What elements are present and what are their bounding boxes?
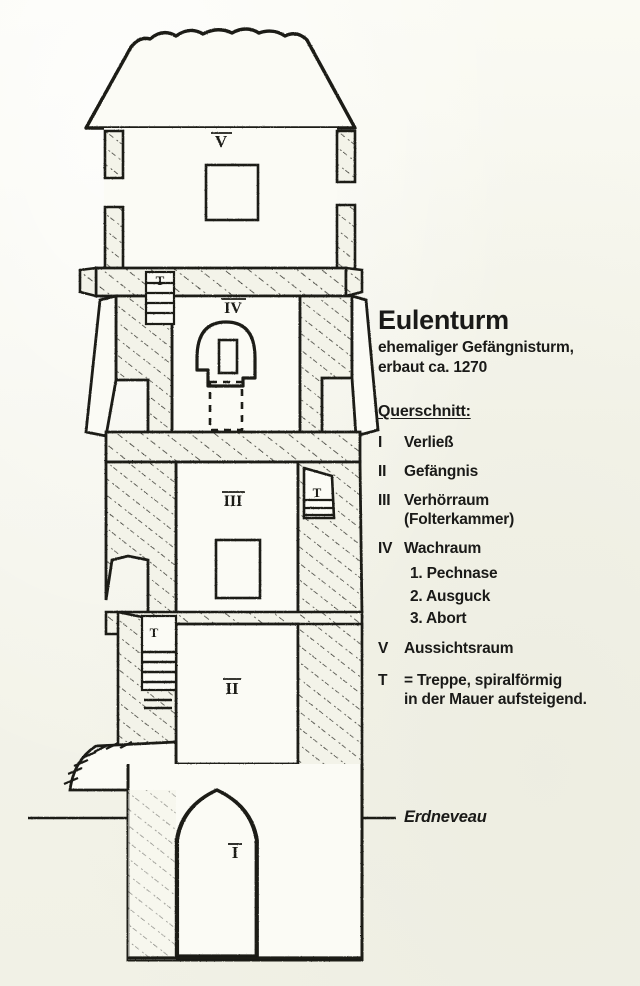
legend-label: Aussichtsraum: [404, 639, 514, 657]
drawing-numerals: V IV III II I T T T: [150, 132, 322, 862]
label-level-4: IV: [224, 300, 242, 317]
label-stair-top: T: [156, 273, 165, 288]
section-heading: Querschnitt:: [378, 402, 471, 420]
floor-slab-iv-iii: [104, 430, 362, 464]
level-5-room: [103, 128, 357, 277]
level-4-room: [84, 270, 380, 438]
legend-label: Wachraum: [404, 539, 482, 557]
legend-numeral: V: [378, 639, 389, 657]
label-level-5: V: [215, 132, 228, 151]
legend-sub-item-2: 2. Ausguck: [410, 587, 491, 605]
legend-sub-list: 1. Pechnase 2. Ausguck 3. Abort: [378, 565, 632, 629]
legend-label: Gefängnis: [404, 463, 478, 481]
legend-item-v: V Aussichtsraum: [378, 640, 632, 658]
label-level-1: I: [232, 843, 239, 862]
stair-mid-right: [302, 466, 336, 520]
level-2-room: [116, 610, 364, 802]
legend-item-iv: IV Wachraum: [378, 540, 632, 558]
label-level-3: III: [224, 493, 243, 510]
subtitle-line-2: erbaut ca. 1270: [378, 358, 488, 376]
stair-top: [144, 270, 176, 326]
legend-numeral: II: [378, 463, 387, 481]
subtitle-line-1: ehemaliger Gefängnisturm,: [378, 339, 574, 357]
level-1-dungeon: [126, 764, 364, 962]
stair-legend-line-1: = Treppe, spiralförmig: [404, 672, 562, 690]
level-3-room: [104, 460, 364, 619]
legend-numeral: III: [378, 492, 391, 510]
legend-item-iii: III Verhörraum (Folterkammer): [378, 492, 632, 529]
legend-numeral: I: [378, 433, 383, 451]
floor-slab-v-iv: [78, 266, 364, 298]
label-stair-mid-left: T: [150, 625, 159, 640]
legend-label-main: Verhörraum: [404, 492, 490, 510]
stair-legend-line-2: in der Mauer aufsteigend.: [404, 690, 587, 708]
legend-list: I Verließ II Gefängnis III Verhörraum (F…: [378, 434, 632, 709]
legend-label: Verhörraum (Folterkammer): [404, 492, 632, 529]
label-level-2: II: [225, 679, 239, 698]
legend-label: Verließ: [404, 433, 454, 451]
legend-label: = Treppe, spiralförmig in der Mauer aufs…: [404, 672, 632, 709]
legend-label-continuation: (Folterkammer): [404, 510, 515, 528]
legend-numeral-t: T: [378, 672, 388, 690]
legend-sub-item-3: 3. Abort: [410, 610, 467, 628]
ground-level-label: Erdneveau: [404, 808, 487, 826]
ink-layer: V IV III II I T T T: [28, 27, 396, 962]
label-stair-mid-right: T: [313, 485, 322, 500]
legend-panel: Eulenturm ehemaliger Gefängnisturm, erba…: [378, 306, 632, 720]
legend-item-stair: T = Treppe, spiralförmig in der Mauer au…: [378, 672, 632, 709]
legend-item-i: I Verließ: [378, 434, 632, 452]
legend-item-ii: II Gefängnis: [378, 463, 632, 481]
legend-numeral: IV: [378, 539, 393, 557]
stair-mid-left: [140, 614, 178, 710]
roof: [84, 27, 357, 130]
legend-sub-item-1: 1. Pechnase: [410, 565, 498, 583]
page-title: Eulenturm: [378, 305, 509, 335]
